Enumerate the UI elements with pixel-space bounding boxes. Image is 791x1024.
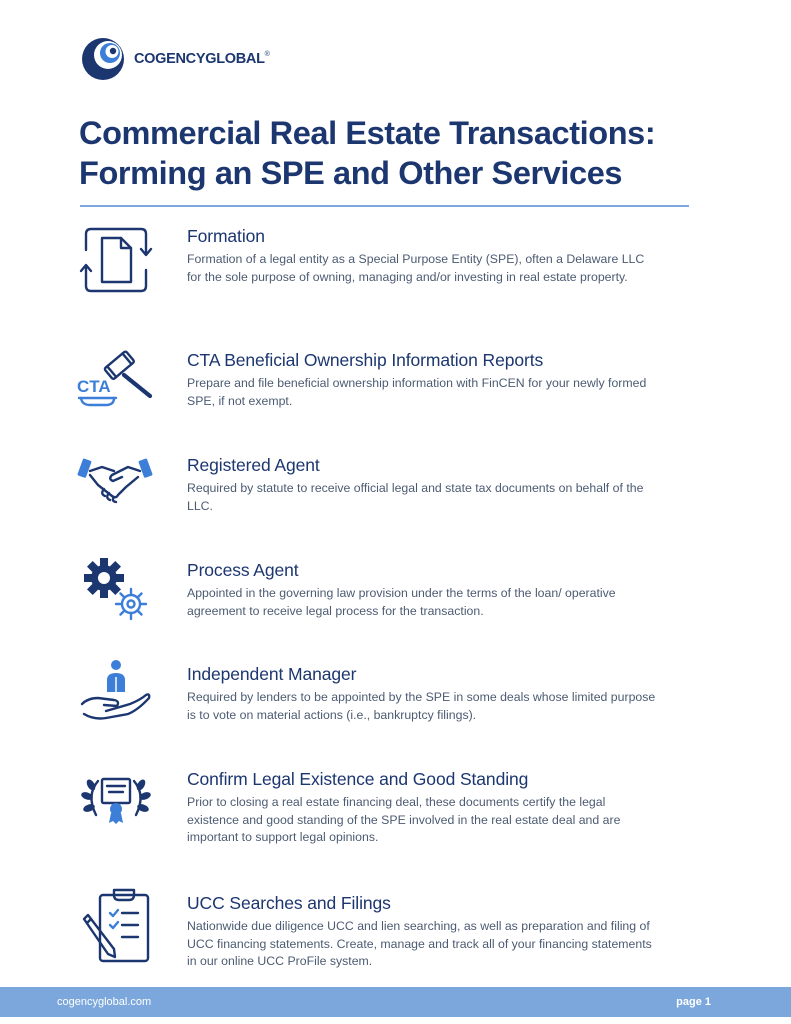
service-heading: CTA Beneficial Ownership Information Rep…	[187, 350, 544, 370]
service-description: Required by lenders to be appointed by t…	[187, 690, 656, 722]
service-formation: Formation Formation of a legal entity as…	[0, 226, 791, 346]
page-title-line-1: Commercial Real Estate Transactions:	[79, 115, 656, 151]
service-description: Nationwide due diligence UCC and lien se…	[187, 919, 652, 968]
service-description: Prepare and file beneficial ownership in…	[187, 376, 647, 408]
service-cta-boi-reports: CTA CTA Beneficial Ownership Information…	[0, 350, 791, 470]
handshake-icon	[77, 458, 153, 504]
person-in-hand-icon	[80, 660, 151, 720]
service-legal-existence-good-standing: Confirm Legal Existence and Good Standin…	[0, 769, 791, 889]
logo-wordmark: COGENCYGLOBAL®	[134, 51, 270, 67]
page-title: Commercial Real Estate Transactions: For…	[79, 113, 739, 193]
service-heading: Registered Agent	[187, 455, 320, 475]
service-registered-agent: Registered Agent Required by statute to …	[0, 455, 791, 575]
page-footer: cogencyglobal.com page 1	[0, 987, 791, 1017]
title-divider	[80, 205, 689, 207]
service-heading: UCC Searches and Filings	[187, 893, 391, 913]
service-independent-manager: Independent Manager Required by lenders …	[0, 660, 791, 784]
document-cycle-icon	[79, 227, 153, 293]
footer-page-number: page 1	[676, 996, 711, 1008]
service-heading: Formation	[187, 226, 265, 246]
cogency-swirl-logo-icon	[82, 38, 124, 80]
certificate-laurel-icon	[81, 777, 151, 824]
gears-icon	[84, 558, 148, 621]
service-description: Formation of a legal entity as a Special…	[187, 252, 645, 284]
service-description: Prior to closing a real estate financing…	[187, 795, 621, 844]
clipboard-checklist-icon	[82, 888, 150, 963]
service-description: Required by statute to receive official …	[187, 481, 644, 513]
gavel-icon: CTA	[77, 350, 153, 407]
company-logo: COGENCYGLOBAL®	[80, 36, 270, 82]
service-heading: Independent Manager	[187, 664, 357, 684]
service-ucc-searches-filings: UCC Searches and Filings Nationwide due …	[0, 888, 791, 1013]
cta-icon-label: CTA	[77, 377, 111, 396]
page-title-line-2: Forming an SPE and Other Services	[79, 155, 623, 191]
service-heading: Confirm Legal Existence and Good Standin…	[187, 769, 529, 789]
service-description: Appointed in the governing law provision…	[187, 586, 616, 618]
footer-website-link[interactable]: cogencyglobal.com	[57, 996, 152, 1008]
service-process-agent: Process Agent Appointed in the governing…	[0, 558, 791, 680]
service-heading: Process Agent	[187, 560, 299, 580]
